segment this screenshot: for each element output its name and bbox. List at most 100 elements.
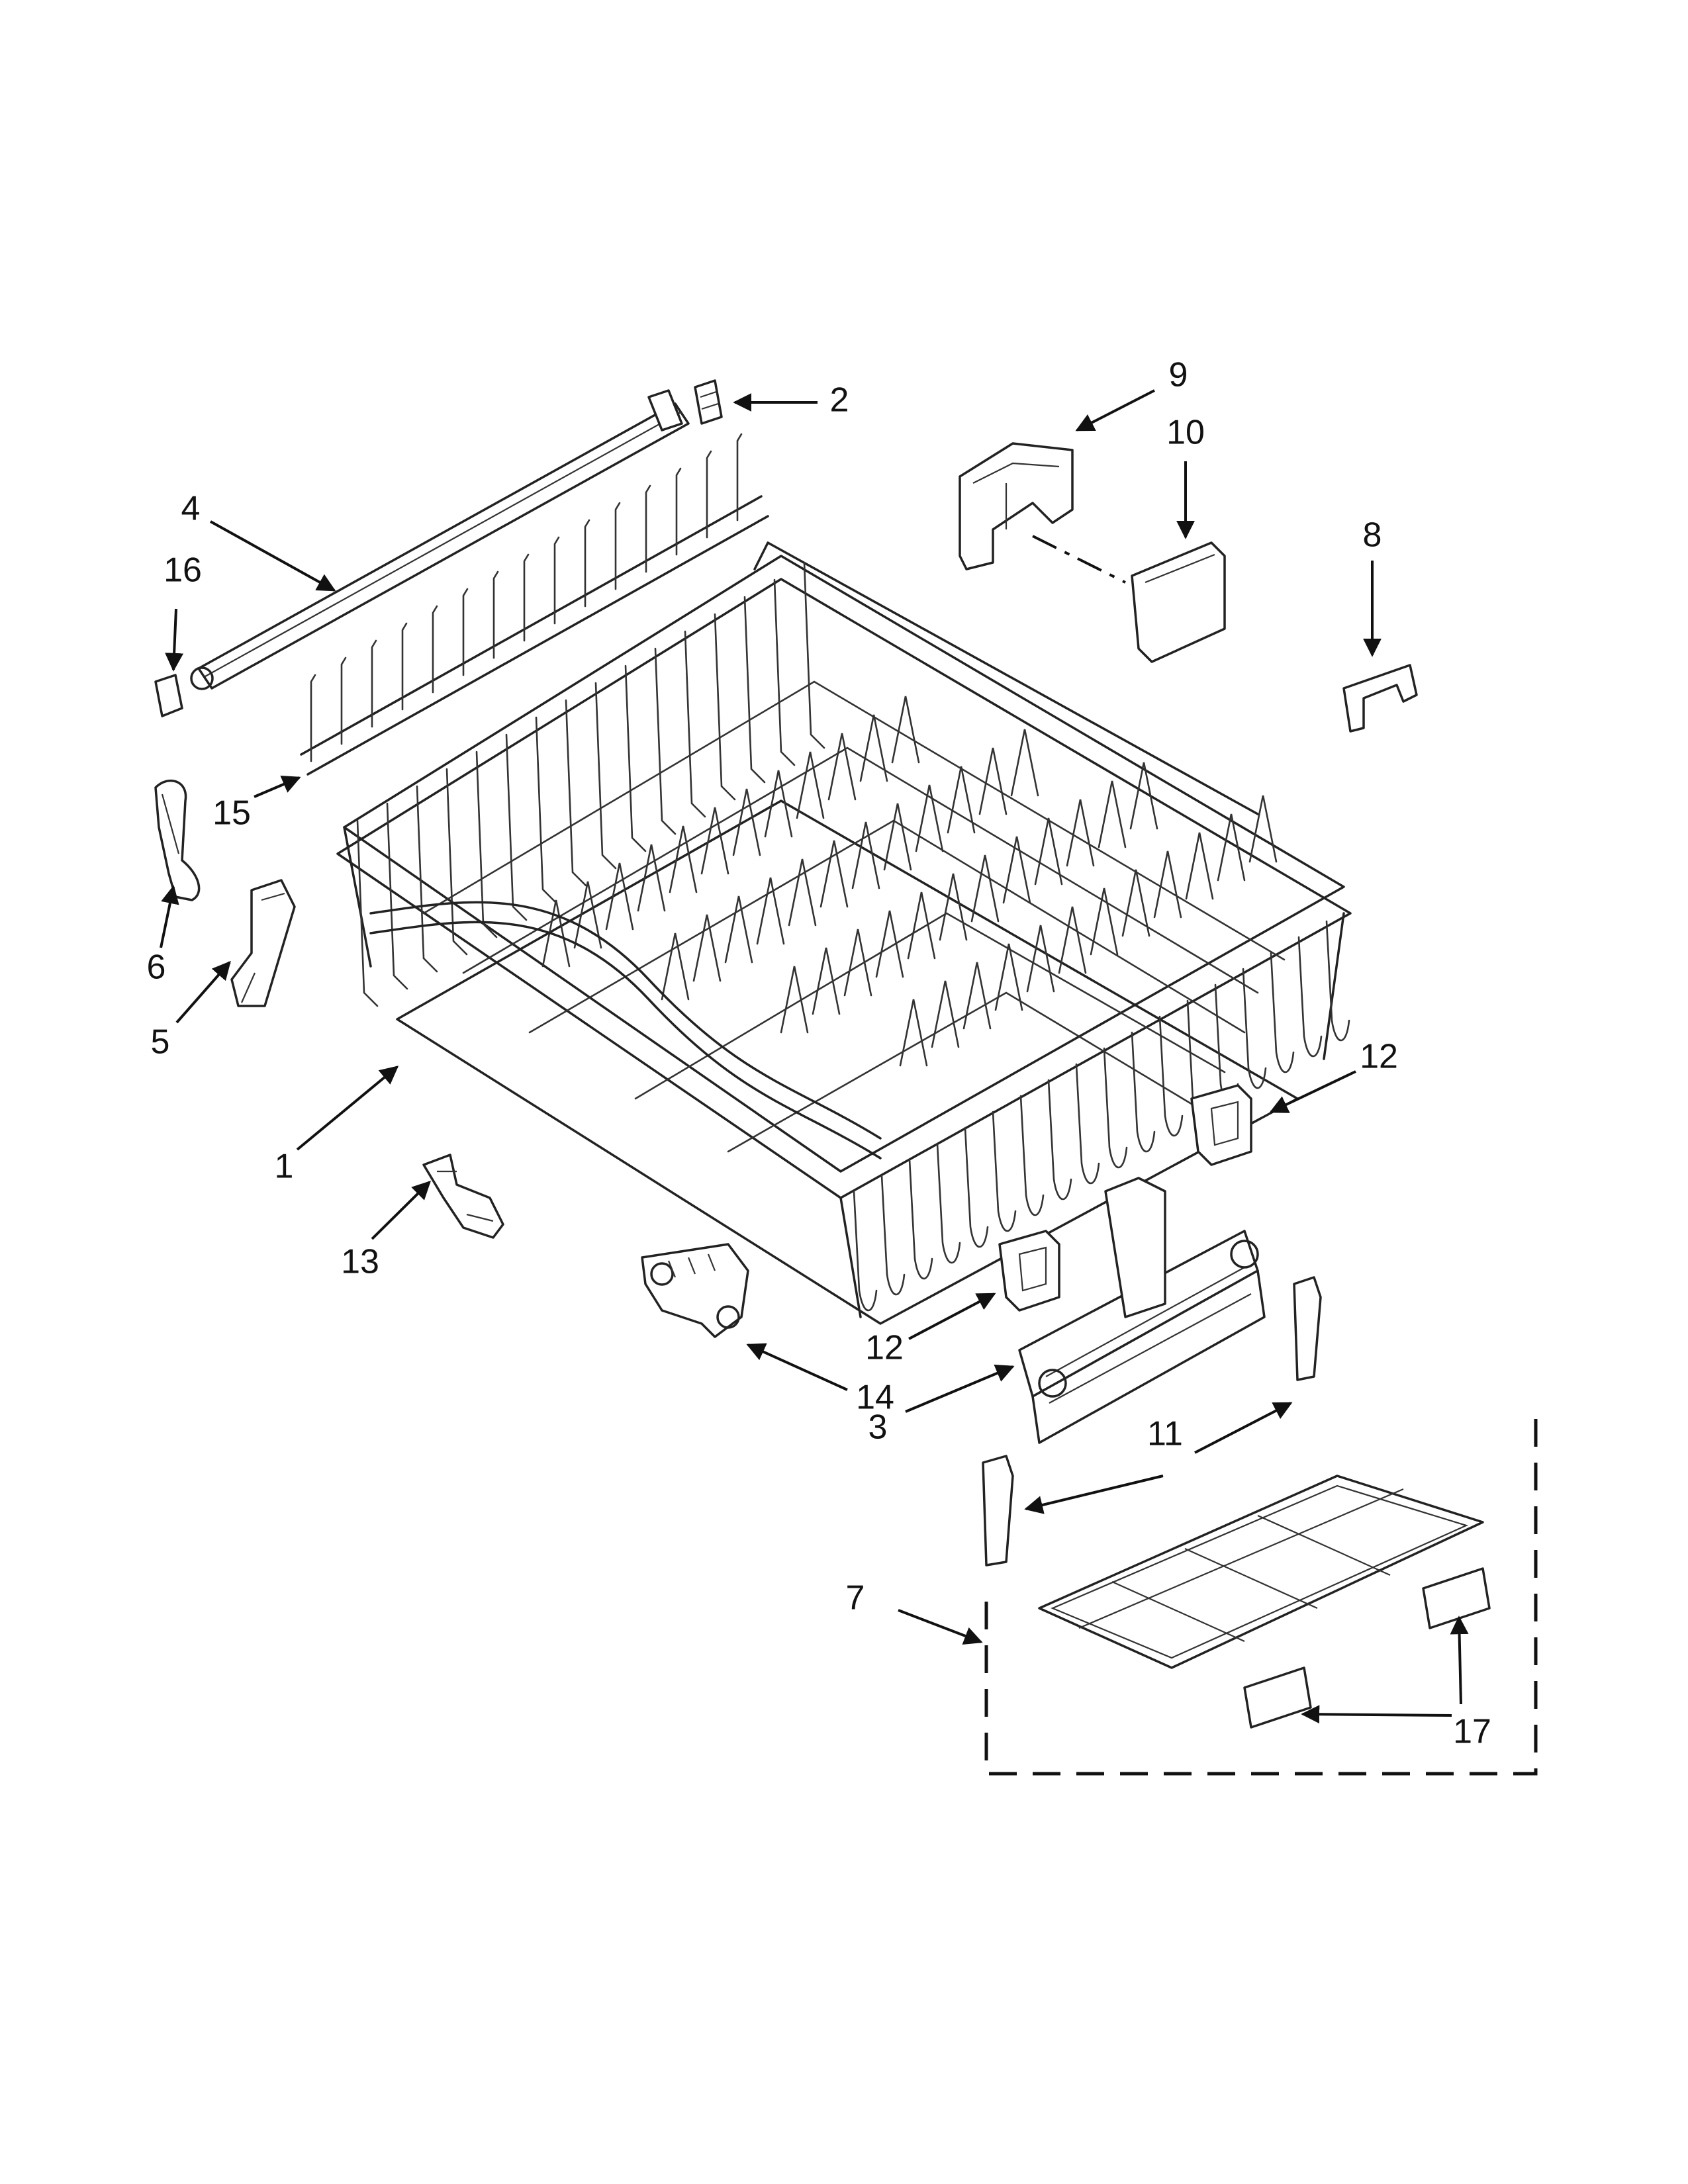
rack-inner-tine xyxy=(899,999,928,1067)
rack-inner-tine xyxy=(1248,795,1278,863)
latch-part-b xyxy=(1190,1084,1252,1166)
shelf-tine xyxy=(706,450,712,539)
rack-tine xyxy=(803,561,825,749)
rack-inner-tine xyxy=(700,807,729,875)
rack-inner-tine xyxy=(1185,832,1214,900)
shelf-tine xyxy=(553,536,560,625)
callout-9: 9 xyxy=(1169,356,1188,394)
rack-tine xyxy=(714,613,736,801)
adjuster-assembly-part xyxy=(1018,1177,1266,1444)
rack-inner-tine xyxy=(1026,925,1055,993)
rack-tine xyxy=(1158,1015,1184,1137)
rack-tine xyxy=(505,733,528,921)
rack-tine xyxy=(565,699,587,887)
bracket-part xyxy=(230,879,296,1007)
rack-tine xyxy=(936,1142,961,1264)
rack-tine xyxy=(684,630,706,818)
rack-inner-tine xyxy=(541,899,571,968)
rack-inner-tine xyxy=(851,821,880,889)
cup-shelf-part xyxy=(300,433,769,776)
rack-tine xyxy=(624,664,647,852)
rack-inner-tine xyxy=(1098,780,1127,848)
rack-tine xyxy=(1075,1063,1100,1185)
rack-inner-tine xyxy=(859,714,888,782)
rack-tine xyxy=(356,819,379,1007)
rack-tine xyxy=(654,647,677,835)
rack-inner-tine xyxy=(827,733,857,801)
callout-5: 5 xyxy=(151,1023,170,1062)
callout-11: 11 xyxy=(1147,1415,1183,1453)
callout-2: 2 xyxy=(830,381,849,420)
callout-1: 1 xyxy=(275,1148,294,1186)
rack-tine xyxy=(1270,952,1295,1073)
rack-tine xyxy=(1297,936,1323,1058)
shelf-tine xyxy=(432,605,438,694)
rack-inner-tine xyxy=(883,803,912,871)
shelf-tine xyxy=(614,502,621,590)
callout-12-upper: 12 xyxy=(1360,1038,1398,1076)
callout-3: 3 xyxy=(868,1408,888,1447)
rack-inner-tine xyxy=(1066,799,1095,867)
rack-tine xyxy=(964,1126,989,1248)
shelf-tine xyxy=(401,622,408,711)
rack-tine xyxy=(743,596,766,784)
rack-inner-tine xyxy=(947,766,976,834)
rack-tine xyxy=(773,578,796,766)
rack-tine xyxy=(594,682,617,870)
rod-clip-part xyxy=(694,379,723,425)
rack-tine xyxy=(880,1174,906,1296)
rack-inner-tine xyxy=(796,751,825,819)
hinge-clip-part xyxy=(154,780,201,901)
rack-tine xyxy=(1325,920,1350,1042)
rack-inner-tine xyxy=(939,873,968,941)
rack-inner-tine xyxy=(1010,729,1039,797)
rack-tine xyxy=(853,1190,878,1312)
rack-inner-tine xyxy=(764,770,793,838)
rack-inner-tine xyxy=(637,844,666,912)
rack-inner-tine xyxy=(820,840,849,908)
rack-tine xyxy=(992,1111,1017,1232)
cover-part xyxy=(1131,541,1226,663)
callout-6: 6 xyxy=(147,948,166,987)
rack-inner-tine xyxy=(1090,887,1119,956)
shelf-tine xyxy=(736,433,743,522)
tray-clip-part-b xyxy=(1422,1567,1491,1629)
rack-tine xyxy=(416,785,438,973)
rack-tine xyxy=(1047,1079,1072,1201)
slide-part-a xyxy=(1293,1276,1322,1381)
callout-14: 14 xyxy=(856,1379,894,1417)
shelf-tine xyxy=(310,674,316,762)
shelf-tine xyxy=(371,639,377,728)
callout-16: 16 xyxy=(164,551,202,590)
rack-tine xyxy=(1242,968,1267,1089)
housing-part xyxy=(959,442,1074,570)
rack-inner-tine xyxy=(915,784,944,852)
latch-part-a xyxy=(998,1230,1060,1312)
part-group-outline xyxy=(984,1416,1538,1776)
rack-inner-tine xyxy=(994,943,1023,1011)
rack-inner-tine xyxy=(724,895,753,964)
upper-rack-part xyxy=(336,541,1352,1325)
rack-inner-tine xyxy=(1058,906,1087,974)
rack-inner-tine xyxy=(780,966,809,1034)
rack-inner-tine xyxy=(573,881,602,949)
rack-tine xyxy=(475,751,498,938)
rack-inner-tine xyxy=(1217,813,1246,882)
rack-tine xyxy=(1131,1031,1156,1153)
shelf-tine xyxy=(340,657,347,745)
rack-inner-tine xyxy=(875,910,904,978)
callout-10: 10 xyxy=(1166,414,1205,452)
rack-inner-tine xyxy=(788,858,817,927)
tray-clip-part-a xyxy=(1243,1666,1312,1729)
small-cover-part xyxy=(1342,664,1418,733)
shelf-tine xyxy=(675,467,682,556)
rack-inner-tine xyxy=(1002,836,1031,904)
rack-inner-tine xyxy=(605,862,634,931)
rack-inner-tine xyxy=(669,825,698,893)
rack-inner-tine xyxy=(756,877,785,945)
rack-inner-tine xyxy=(1129,762,1158,830)
shelf-tine xyxy=(523,553,530,642)
rack-tine xyxy=(535,716,557,904)
rack-inner-tine xyxy=(962,962,992,1030)
alignment-line xyxy=(1032,535,1126,584)
